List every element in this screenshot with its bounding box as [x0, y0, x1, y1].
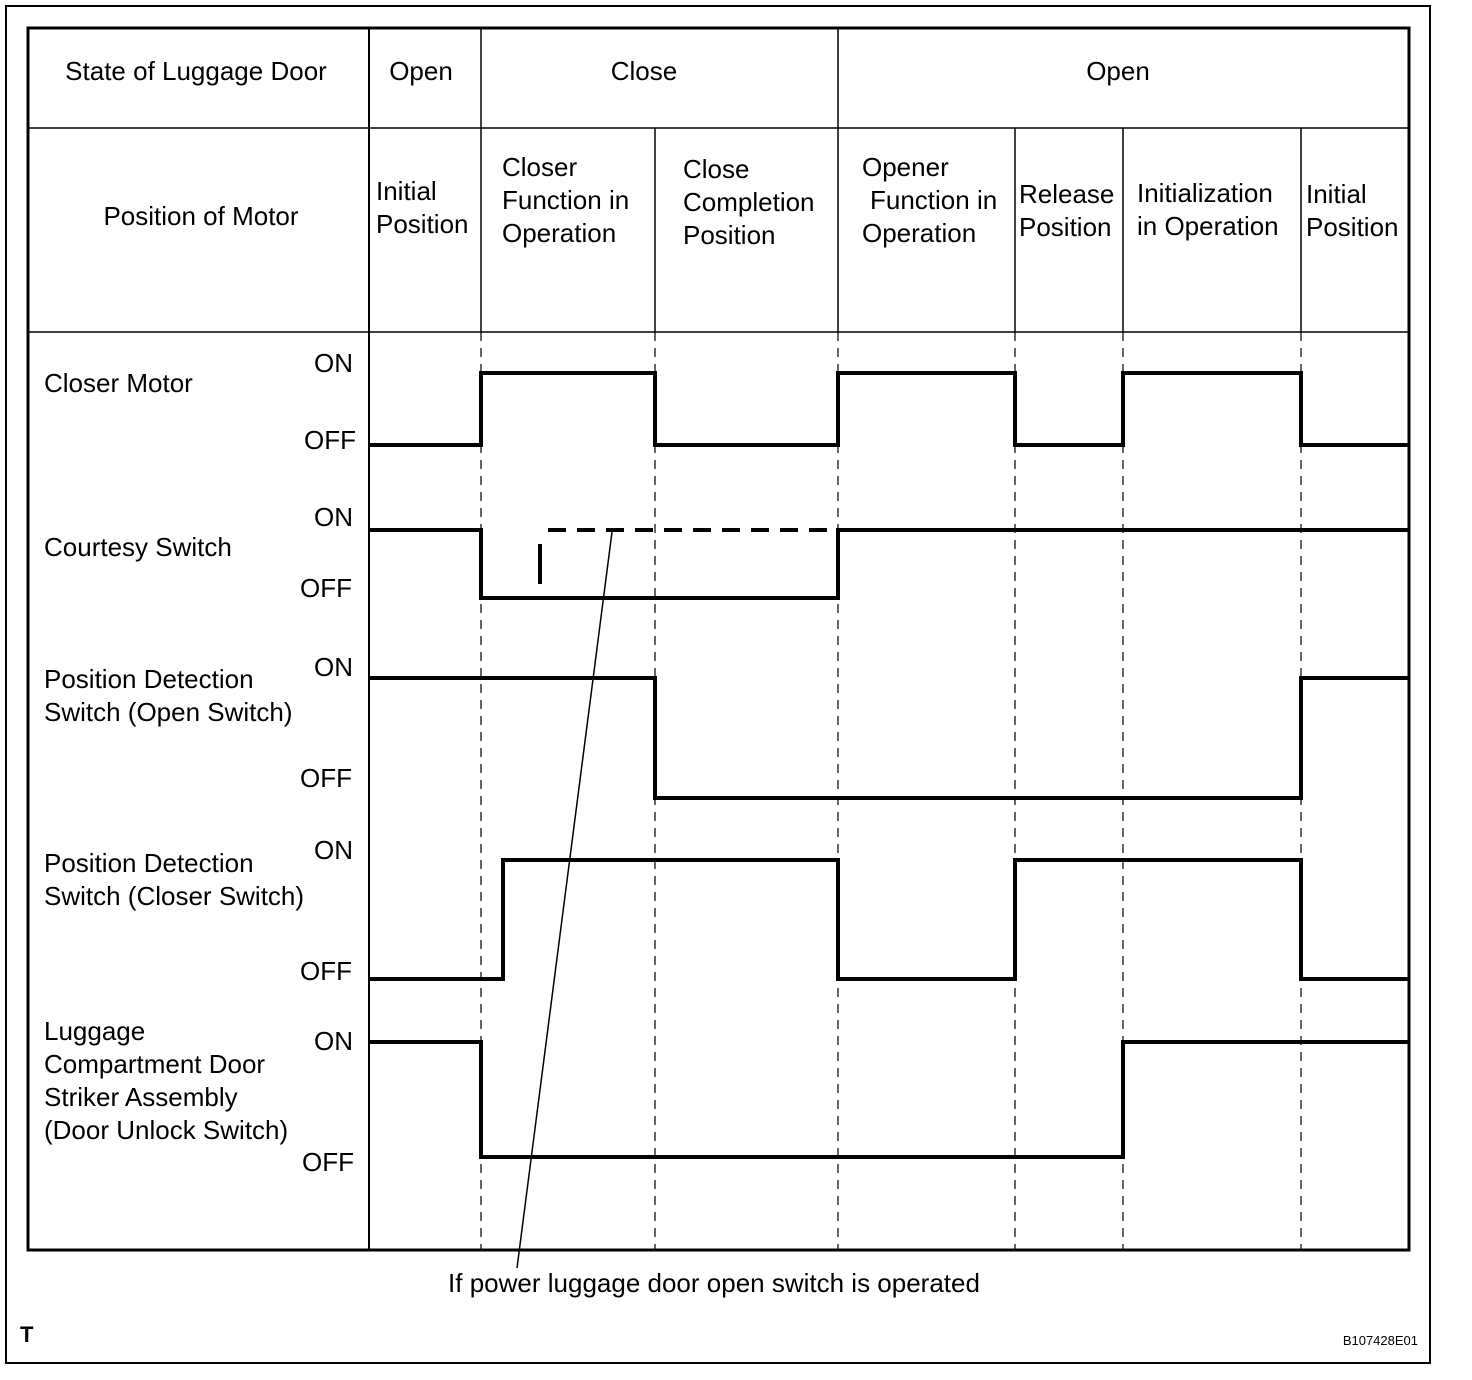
annotation-pointer-line — [516, 531, 613, 1269]
signal-name: Courtesy Switch — [44, 532, 232, 562]
signal-off-label: OFF — [302, 1147, 354, 1177]
signal-on-label: ON — [314, 652, 353, 682]
waveforms — [369, 371, 1409, 1159]
table-border — [26, 26, 1411, 1252]
corner-mark: T — [20, 1322, 34, 1347]
column-lines — [480, 28, 1302, 1250]
signal-waveform — [369, 371, 1409, 447]
signal-off-label: OFF — [300, 573, 352, 603]
signal-name: Closer Motor — [44, 368, 193, 398]
door-state-close: Close — [611, 56, 677, 86]
signal-on-label: ON — [314, 835, 353, 865]
signal-waveform — [369, 1040, 1409, 1159]
signal-on-label: ON — [314, 502, 353, 532]
signal-off-label: OFF — [300, 763, 352, 793]
annotation-text: If power luggage door open switch is ope… — [448, 1268, 980, 1298]
signal-waveform — [369, 858, 1409, 981]
signal-waveform — [369, 676, 1409, 800]
signal-waveform — [369, 528, 1409, 600]
signal-on-label: ON — [314, 1026, 353, 1056]
row-label-motor-position: Position of Motor — [103, 201, 298, 231]
door-state-open-1: Open — [389, 56, 453, 86]
signal-off-label: OFF — [300, 956, 352, 986]
signal-on-label: ON — [314, 348, 353, 378]
row-label-door-state: State of Luggage Door — [65, 56, 327, 86]
door-state-open-2: Open — [1086, 56, 1150, 86]
signal-off-label: OFF — [304, 425, 356, 455]
figure-code: B107428E01 — [1343, 1333, 1418, 1348]
outer-frame — [5, 5, 1431, 1364]
